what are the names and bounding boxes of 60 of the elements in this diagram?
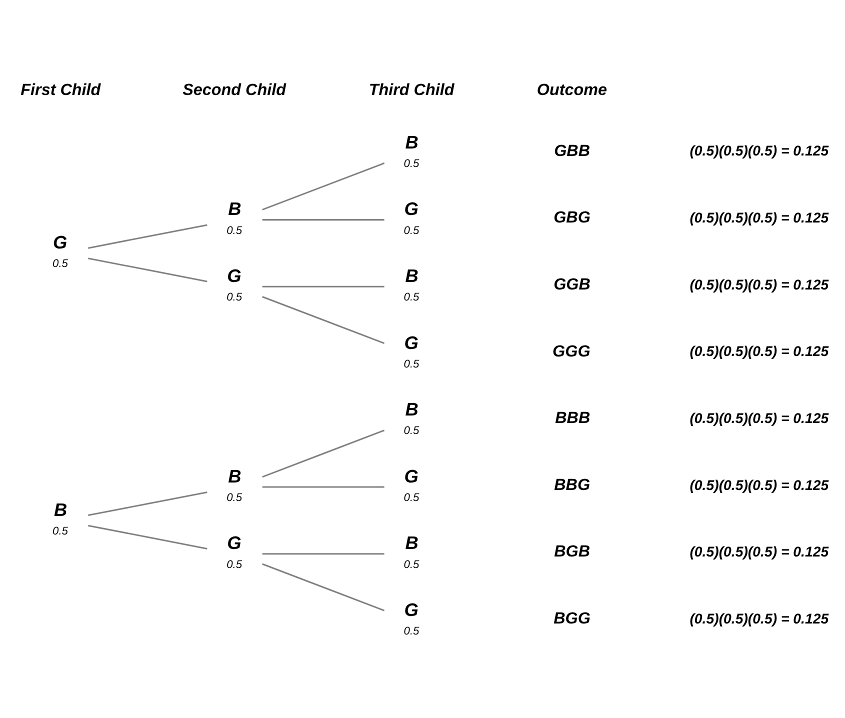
label: Second Child: [182, 80, 286, 99]
node-text: B: [405, 265, 418, 286]
label: (0.5)(0.5)(0.5) = 0.125: [690, 610, 829, 627]
node-label: 0.5: [226, 558, 242, 570]
label: GGG: [552, 342, 590, 360]
label: (0.5)(0.5)(0.5) = 0.125: [690, 477, 829, 494]
label: (0.5)(0.5)(0.5) = 0.125: [690, 210, 829, 226]
node-label: 0.5: [226, 291, 242, 304]
connector: [88, 524, 208, 549]
node-label: 0.5: [404, 558, 420, 570]
label: (0.5)(0.5)(0.5) = 0.125: [690, 544, 829, 560]
connector: [88, 257, 208, 282]
node-text: G: [404, 198, 418, 219]
node-label: 0.5: [404, 157, 420, 170]
label: BGB: [554, 542, 590, 560]
label: GBB: [554, 141, 590, 160]
connector: [262, 162, 385, 210]
connector: [262, 562, 385, 611]
connector: [262, 429, 385, 478]
node-text: G: [227, 265, 242, 286]
label: GGB: [554, 274, 590, 293]
connector: [88, 490, 208, 516]
node-text: G: [53, 232, 68, 252]
node-label: 0.5: [404, 291, 420, 304]
node-text: G: [404, 332, 418, 352]
node-text: B: [228, 466, 242, 486]
node-text: B: [228, 198, 242, 219]
label: GBG: [554, 208, 590, 226]
label: First Child: [20, 80, 101, 99]
node-text: B: [405, 399, 418, 420]
label: (0.5)(0.5)(0.5) = 0.125: [690, 143, 829, 160]
label: BBB: [555, 408, 590, 427]
node-text: B: [405, 532, 418, 553]
label: Outcome: [536, 80, 608, 99]
node-label: 0.5: [404, 492, 420, 504]
node-text: G: [404, 600, 418, 620]
node-label: 0.5: [52, 524, 68, 537]
connector: [262, 486, 384, 488]
node-text: G: [404, 466, 418, 486]
node-label: 0.5: [404, 358, 420, 370]
label: BBG: [554, 475, 590, 494]
node-label: 0.5: [52, 258, 68, 270]
connector: [262, 296, 385, 344]
node-label: 0.5: [226, 492, 242, 504]
node-label: 0.5: [404, 625, 420, 638]
connector: [262, 285, 384, 287]
connector: [88, 224, 208, 248]
label: (0.5)(0.5)(0.5) = 0.125: [690, 410, 829, 426]
label: (0.5)(0.5)(0.5) = 0.125: [690, 344, 829, 360]
node-label: 0.5: [404, 224, 420, 236]
node-label: 0.5: [226, 224, 242, 236]
connector: [262, 218, 384, 220]
label: (0.5)(0.5)(0.5) = 0.125: [690, 276, 829, 293]
node-text: B: [405, 132, 418, 152]
node-text: G: [227, 532, 242, 553]
connector: [262, 552, 384, 554]
node-label: 0.5: [404, 424, 420, 437]
label: BGG: [554, 608, 590, 627]
label: Third Child: [368, 80, 454, 99]
node-text: B: [54, 499, 68, 520]
